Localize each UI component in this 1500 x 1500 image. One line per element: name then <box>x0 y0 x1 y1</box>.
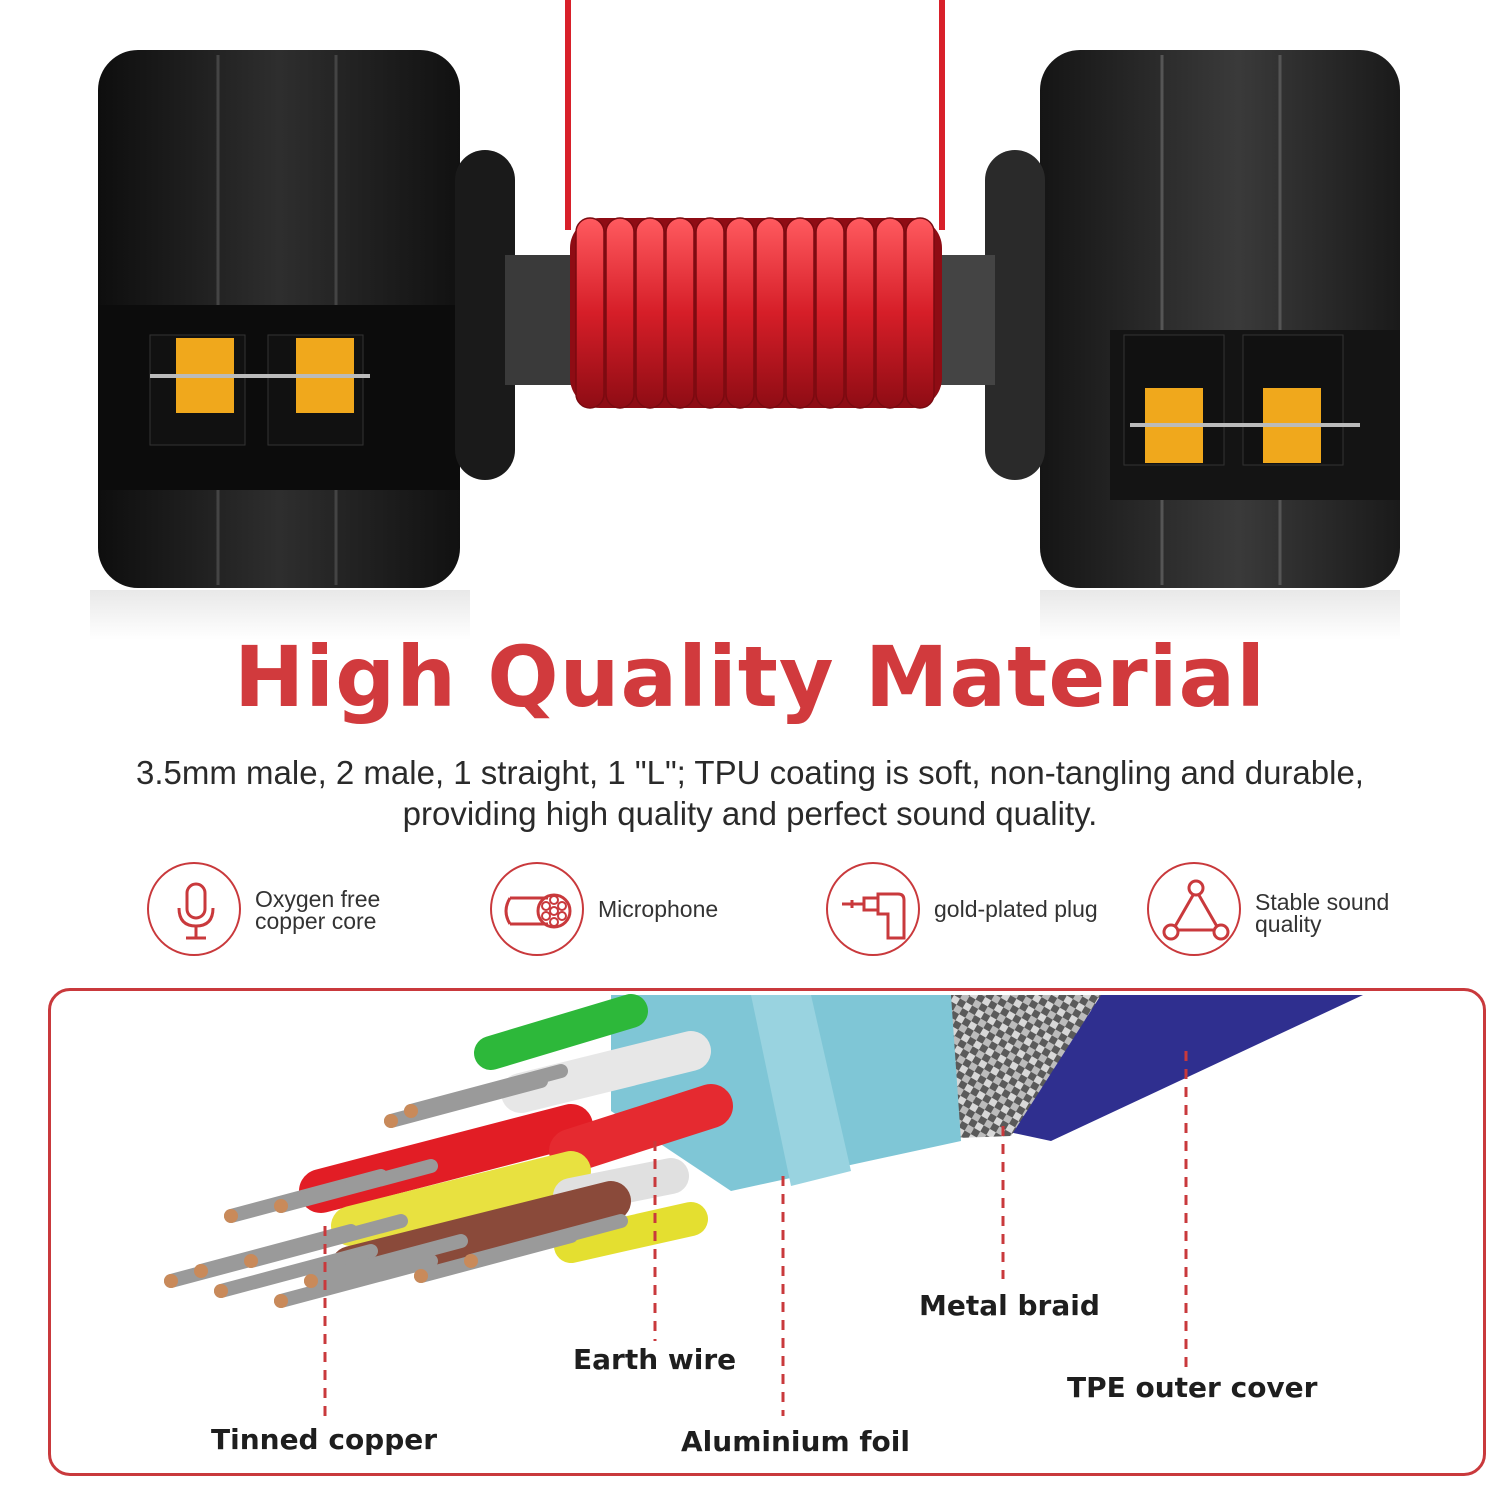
strand-end <box>414 1269 428 1283</box>
insulated-wire <box>501 1031 711 1113</box>
coil-ring <box>785 217 815 409</box>
insulated-wire <box>549 1084 733 1173</box>
strand-end <box>224 1209 238 1223</box>
strand-end <box>244 1254 258 1268</box>
copper-strand <box>214 1244 378 1298</box>
feature-label: Stable sound quality <box>1255 889 1390 937</box>
angled-plug-icon <box>826 862 920 956</box>
copper-strand <box>404 1064 568 1118</box>
strand-end <box>164 1274 178 1288</box>
product-hero-image <box>90 0 1400 640</box>
microphone-icon <box>147 862 241 956</box>
coil-ring <box>575 217 605 409</box>
strand-end <box>304 1274 318 1288</box>
insulated-wire <box>554 1202 708 1263</box>
coil-ring <box>635 217 665 409</box>
strand-end <box>274 1199 288 1213</box>
coil-ring <box>815 217 845 409</box>
label-aluminium-foil: Aluminium foil <box>681 1425 910 1458</box>
coil-ring <box>905 217 935 409</box>
coil-ring <box>845 217 875 409</box>
feature-label: Microphone <box>598 896 719 922</box>
coil-ring <box>755 217 785 409</box>
copper-strand <box>304 1234 468 1288</box>
copper-strand <box>274 1159 438 1213</box>
insulated-wire <box>331 1151 591 1246</box>
strand-end <box>464 1254 478 1268</box>
description: 3.5mm male, 2 male, 1 straight, 1 "L"; T… <box>136 754 1364 832</box>
headline: High Quality Material <box>234 628 1266 726</box>
strand-end <box>214 1284 228 1298</box>
coil-ring <box>725 217 755 409</box>
coil-ring <box>605 217 635 409</box>
label-tinned-copper: Tinned copper <box>211 1423 438 1456</box>
strand-end <box>384 1114 398 1128</box>
cable-core-icon <box>490 862 584 956</box>
red-coil <box>570 217 942 409</box>
label-metal-braid: Metal braid <box>919 1289 1100 1322</box>
insulated-wire <box>474 994 648 1070</box>
copper-strand <box>274 1254 438 1308</box>
left-plug <box>98 50 575 588</box>
strand-end <box>194 1264 208 1278</box>
strand-end <box>274 1294 288 1308</box>
right-plug <box>935 50 1400 588</box>
coil-ring <box>695 217 725 409</box>
cable-cross-section-illustration <box>164 994 1363 1421</box>
triangle-nodes-icon <box>1147 862 1241 956</box>
copper-strand <box>464 1214 628 1268</box>
coil-ring <box>665 217 695 409</box>
label-tpe-outer-cover: TPE outer cover <box>1067 1371 1318 1404</box>
feature-label: Oxygen free copper core <box>255 886 381 934</box>
label-earth-wire: Earth wire <box>573 1343 737 1376</box>
cable-structure-panel: Tinned copper Earth wire Aluminium foil … <box>48 988 1486 1476</box>
copper-strand <box>244 1214 408 1268</box>
coil-ring <box>875 217 905 409</box>
feature-label: gold-plated plug <box>934 896 1098 922</box>
strand-end <box>404 1104 418 1118</box>
